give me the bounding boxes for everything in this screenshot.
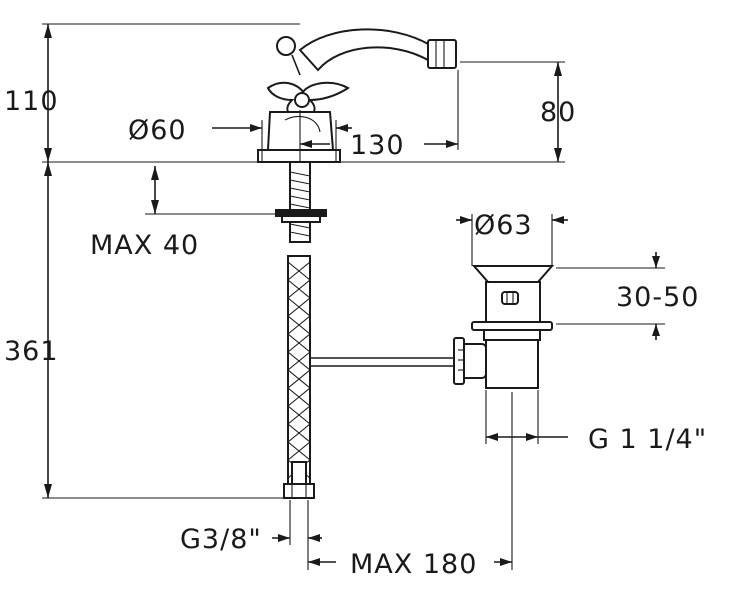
dim-max-thread: MAX 40	[90, 230, 199, 261]
threaded-shank	[275, 161, 327, 243]
dimension-lines	[42, 23, 665, 570]
dim-waste-thread: G 1 1/4"	[588, 424, 707, 455]
dim-diameter-waste: Ø63	[474, 210, 533, 241]
pull-rod	[310, 357, 458, 367]
dim-total-height: 361	[4, 336, 59, 367]
dim-height-outlet: 80	[540, 97, 576, 128]
dim-hose-thread: G3/8"	[180, 524, 262, 555]
dim-height-spout: 110	[4, 86, 59, 117]
dim-waste-range: 30-50	[616, 282, 699, 313]
pop-up-waste	[453, 265, 555, 389]
braided-hose	[283, 255, 315, 499]
dim-spout-reach: 130	[350, 130, 405, 161]
dim-diameter-base: Ø60	[128, 115, 187, 146]
dim-max-distance: MAX 180	[350, 549, 477, 580]
